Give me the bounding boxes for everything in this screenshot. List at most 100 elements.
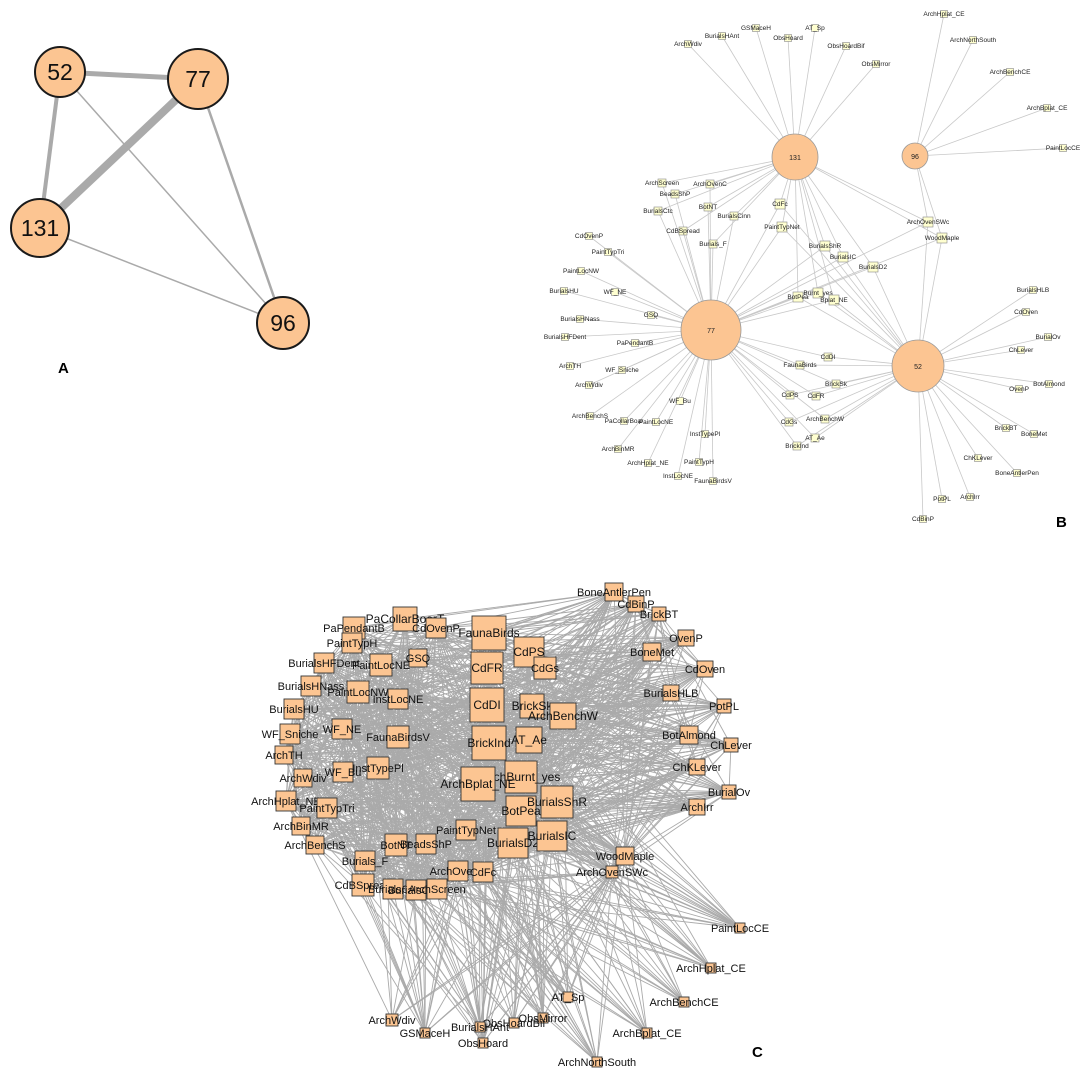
edge — [477, 783, 484, 1044]
node-instlocne: InstLocNE — [373, 688, 423, 710]
leaf-label: ObsHoardBif — [827, 43, 864, 50]
panel-c-network: BoneAntlerPenCdBinPBrickBTOvenPBoneMetCd… — [251, 582, 769, 1069]
leaf-node-archovenc: ArchOvenC — [693, 179, 727, 189]
node-circle — [10, 198, 70, 258]
node-bonemet: BoneMet — [630, 642, 674, 662]
leaf-node-burialscinn: BurialsCinn — [717, 211, 751, 221]
node-label: BurialsHAnt — [451, 1022, 509, 1034]
edge — [395, 591, 615, 846]
node-box — [472, 861, 494, 883]
node-archnorthsouth: ArchNorthSouth — [558, 1056, 636, 1069]
node-painttyptri: PaintTypTri — [299, 797, 355, 819]
edge — [696, 705, 725, 768]
node-label: 52 — [47, 59, 73, 85]
edge — [624, 855, 648, 1034]
edge — [670, 692, 730, 793]
leaf-box — [1045, 380, 1053, 388]
leaf-label: BurialsIC — [830, 254, 857, 261]
node-circle — [256, 296, 310, 350]
edge — [404, 618, 484, 1044]
leaf-box — [774, 198, 786, 210]
node-box — [455, 819, 477, 841]
leaf-label: PaCollarBoar — [605, 418, 644, 425]
leaf-label: ObsHoard — [773, 35, 803, 42]
leaf-label: WF_Sniche — [605, 367, 639, 374]
leaf-node-burialsic: BurialsIC — [830, 251, 857, 263]
leaf-node-archbenchw: ArchBenchW — [806, 414, 845, 424]
edge — [624, 692, 672, 857]
node-box — [716, 698, 732, 714]
edge — [611, 871, 685, 1003]
node-box — [641, 1027, 653, 1039]
leaf-label: ArchBenchW — [806, 416, 845, 423]
leaf-label: ArchWdiv — [674, 41, 703, 48]
hub-circle — [891, 339, 945, 393]
node-burialsshr: BurialsShR — [527, 785, 587, 819]
node-box — [705, 962, 717, 974]
node-label: ArchBplat_NE — [440, 777, 515, 791]
node-label: Burials_F — [342, 856, 389, 868]
node-box — [471, 615, 507, 651]
node-box — [332, 761, 354, 783]
leaf-node-archnorthsouth: ArchNorthSouth — [950, 36, 997, 44]
node-cdfr: CdFR — [470, 651, 504, 685]
leaf-label: BotPea — [787, 294, 809, 301]
edge — [482, 791, 730, 873]
edge — [488, 632, 741, 929]
node-label: ArchOvenC — [430, 866, 487, 878]
leaf-box — [823, 352, 833, 362]
edge — [341, 728, 685, 1003]
node-box — [415, 833, 437, 855]
edge-burialsctc-131 — [657, 156, 796, 212]
leaf-box — [872, 60, 880, 68]
edge — [611, 705, 725, 873]
edge — [611, 637, 687, 873]
edge — [513, 871, 613, 1024]
node-box — [505, 795, 537, 827]
node-box — [279, 723, 301, 745]
leaf-node-burialsshr: BurialsShR — [809, 240, 842, 252]
node-cdgs: CdGs — [531, 656, 560, 680]
leaf-box — [819, 240, 831, 252]
node-box — [604, 582, 624, 602]
node-gsq: GSQ — [406, 648, 431, 668]
edge — [436, 871, 613, 890]
edge — [326, 807, 426, 1034]
node-label: ArchBenchW — [528, 709, 599, 723]
node-burialsic: BurialsIC — [528, 820, 577, 852]
edge — [391, 889, 417, 1021]
leaf-box — [919, 515, 927, 523]
leaf-label: Burials_F — [699, 241, 726, 248]
node-box — [508, 1017, 520, 1029]
node-52: 52 — [34, 46, 86, 98]
node-brickind: BrickInd — [467, 725, 511, 761]
edge — [728, 744, 732, 793]
node-box — [346, 680, 370, 704]
edge — [435, 591, 615, 629]
leaf-box — [647, 311, 655, 319]
leaf-node-painttypnet: PaintTypNet — [764, 221, 800, 233]
edge — [624, 855, 741, 929]
edge — [486, 591, 615, 706]
leaf-node-cdfr: CdFR — [808, 391, 825, 401]
node-box — [605, 865, 619, 879]
node-box — [696, 660, 714, 678]
leaf-node-pacollarboar: PaCollarBoar — [605, 417, 644, 425]
hub-label: 77 — [707, 328, 715, 335]
leaf-node-archwdiv: ArchWdiv — [674, 40, 703, 48]
leaf-label: PaintTypTri — [592, 249, 625, 256]
edge — [486, 704, 648, 1034]
leaf-box — [611, 288, 619, 296]
edge — [542, 871, 613, 1019]
node-label: ArchWdiv — [279, 773, 327, 785]
leaf-label: ChLever — [1009, 347, 1034, 354]
node-label: ArchHplat_NE — [251, 796, 321, 808]
leaf-label: BeadsShP — [660, 191, 691, 198]
leaf-label: ArchNorthSouth — [950, 37, 997, 44]
leaf-node-insttypepl: InstTypePl — [690, 430, 721, 438]
node-box — [469, 687, 505, 723]
leaf-box — [614, 445, 622, 453]
edge — [611, 871, 648, 1034]
leaf-label: PaintTypH — [684, 459, 714, 466]
leaf-label: ArchTH — [559, 363, 581, 370]
